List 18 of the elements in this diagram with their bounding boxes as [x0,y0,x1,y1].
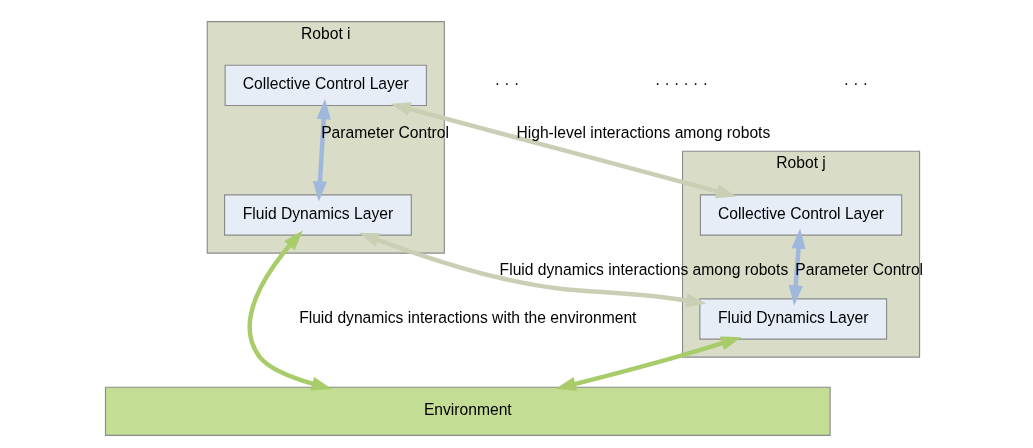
node-box: Fluid Dynamics Layer [698,298,887,340]
node-box: Fluid Dynamics Layer [223,194,412,236]
label: · · · · · · [654,75,708,93]
label: Fluid dynamics interactions with the environment [298,309,636,327]
node-box: Environment [104,386,831,436]
edge-label: Fluid dynamics interactions among robots [499,260,788,278]
label: · · · [494,75,519,93]
label: · · · [843,75,868,93]
node-box: Collective Control Layer [699,194,902,236]
node-box: Collective Control Layer [224,64,427,106]
arrow [247,230,332,391]
arrow [312,99,331,202]
arrow [555,336,741,391]
edge-label: Parameter Control [794,260,923,278]
edge-label: High-level interactions among robots [515,124,770,142]
arrow [389,102,736,199]
arrow [788,228,806,306]
arrow [358,232,706,308]
